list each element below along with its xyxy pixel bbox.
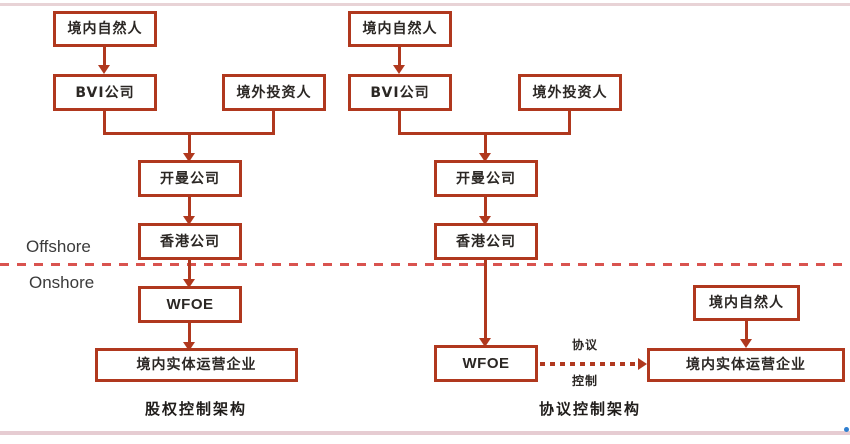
offshore-label: Offshore [26,237,91,256]
arrowhead-cayman-to-hk-right [479,216,491,225]
connector-vie-agreement-dotted [540,362,640,366]
box-label: BVI公司 [370,84,430,101]
box-domestic-natural-person-right-top[interactable]: 境内自然人 [348,11,452,47]
box-label: BVI公司 [75,84,135,101]
arrowhead-vie-agreement [638,358,647,370]
connector-person-to-bvi-left [103,47,106,67]
box-label: 境内自然人 [67,21,143,37]
connector-investor-down-right [568,111,571,135]
connector-cayman-to-hk-right [484,197,487,219]
box-label: 境内实体运营企业 [136,357,257,373]
box-wfoe-right[interactable]: WFOE [434,345,538,382]
arrowhead-wfoe-to-entity-left [183,342,195,351]
box-label: 境内自然人 [362,21,438,37]
box-cayman-right[interactable]: 开曼公司 [434,160,538,197]
blue-dot-marker [844,427,849,432]
arrowhead-person-to-bvi-left [98,65,110,74]
box-overseas-investor-right[interactable]: 境外投资人 [518,74,622,111]
caption-agreement-control-structure: 协议控制架构 [538,400,641,418]
arrowhead-cayman-to-hk-left [183,216,195,225]
box-bvi-right[interactable]: BVI公司 [348,74,452,111]
connector-merge-to-cayman-right [484,132,487,157]
connector-person-to-entity-right [745,321,748,341]
box-label: WFOE [462,355,510,372]
box-label: 香港公司 [456,233,516,250]
box-label: 境外投资人 [236,84,312,101]
box-label: 开曼公司 [456,170,516,187]
connector-merge-to-cayman-left [188,132,191,157]
connector-investor-down-left [272,111,275,135]
connector-person-to-bvi-right [398,47,401,67]
arrowhead-to-cayman-left [183,153,195,162]
box-hongkong-left[interactable]: 香港公司 [138,223,242,260]
connector-cayman-to-hk-left [188,197,191,219]
box-bvi-left[interactable]: BVI公司 [53,74,157,111]
box-overseas-investor-left[interactable]: 境外投资人 [222,74,326,111]
box-label: 境内自然人 [709,295,784,311]
onshore-label: Onshore [29,273,95,292]
box-hongkong-right[interactable]: 香港公司 [434,223,538,260]
caption-equity-control-structure: 股权控制架构 [144,400,247,418]
box-label: 境外投资人 [532,84,608,101]
box-label: 开曼公司 [160,170,220,187]
arrowhead-hk-to-wfoe-left [183,279,195,288]
box-wfoe-left[interactable]: WFOE [138,286,242,323]
connector-bvi-down-right [398,111,401,135]
arrowhead-hk-to-wfoe-right [479,338,491,347]
bottom-divider-rule [0,431,850,435]
vie-label-agreement: 协议 [572,338,599,352]
box-domestic-natural-person-left[interactable]: 境内自然人 [53,11,157,47]
vie-label-control: 控制 [572,374,599,388]
box-domestic-natural-person-right-side[interactable]: 境内自然人 [693,285,800,321]
arrowhead-person-to-bvi-right [393,65,405,74]
box-operating-entity-left[interactable]: 境内实体运营企业 [95,348,298,382]
box-operating-entity-right[interactable]: 境内实体运营企业 [647,348,845,382]
arrowhead-to-cayman-right [479,153,491,162]
offshore-onshore-divider [0,263,850,266]
top-divider-rule [0,3,850,6]
box-cayman-left[interactable]: 开曼公司 [138,160,242,197]
connector-bvi-down-left [103,111,106,135]
connector-hk-to-wfoe-right [484,260,487,342]
arrowhead-person-to-entity-right [740,339,752,348]
box-label: 境内实体运营企业 [686,357,806,373]
connector-wfoe-to-entity-left [188,323,191,346]
box-label: WFOE [166,296,214,313]
connector-hk-to-wfoe-left [188,260,191,283]
box-label: 香港公司 [160,233,220,250]
